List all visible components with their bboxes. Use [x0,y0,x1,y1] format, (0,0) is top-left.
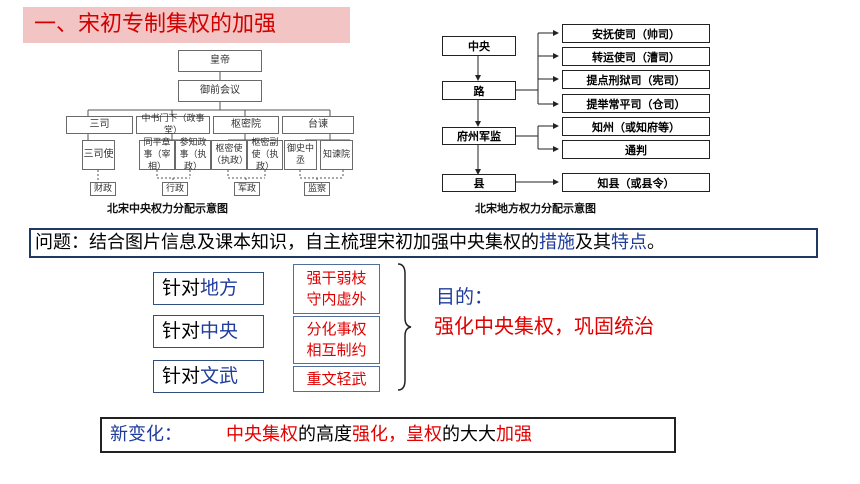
measure-civil-military-line1: 重文轻武 [306,370,367,388]
purpose-comma: ， [554,314,574,338]
local-node-fuzhou: 府州军监 [442,127,516,145]
target-word-local: 地方 [200,277,239,299]
new-change-e: 皇权 [406,424,442,445]
question-box: 问题：结合图片信息及课本知识，自主梳理宋初加强中央集权的措施及其特点。 [29,228,818,258]
slide-title: 一、宋初专制集权的加强 [34,12,277,37]
new-change-label: 新变化： [110,424,182,445]
central-power-diagram: 皇帝 御前会议 三司 中书门下（政事堂） 枢密院 台谏 三司使 同平章事（宰相）… [60,48,360,218]
measure-central-line1: 分化事权 [306,320,367,338]
purpose-part1: 强化中央集权 [434,314,554,338]
target-label: 针对 [162,365,201,387]
power-box-admin: 行政 [162,182,188,196]
question-end: 。 [647,232,665,253]
new-change-box: 新变化： 中央集权的高度强化，皇权的大大加强 [100,417,676,453]
new-change-c: 强化 [352,424,388,445]
measure-central-line2: 相互制约 [306,341,367,359]
power-box-military: 军政 [234,182,260,196]
new-change-f: 的大大 [442,424,496,445]
sub-box-shumishi: 枢密使（执政） [211,140,248,170]
sub-box-yushi: 御史中丞 [284,140,317,170]
measure-civil-military: 重文轻武 [293,366,380,392]
sub-box-zaixiang: 同平章事（宰相） [139,138,175,172]
target-civil-military: 针对文武 [153,360,264,393]
emperor-box: 皇帝 [178,50,262,72]
local-role-zhuanyun: 转运使司（漕司） [562,47,710,66]
purpose-part2: 巩固统治 [574,314,654,338]
dept-box-shumi: 枢密院 [213,116,279,134]
question-mid: 及其 [575,232,611,253]
new-change-a: 中央集权 [226,424,298,445]
target-label: 针对 [162,277,201,299]
local-role-tixing: 提点刑狱司（宪司） [562,70,710,89]
power-box-supervision: 监察 [304,182,330,196]
local-node-central: 中央 [442,36,516,56]
dept-box-sansi: 三司 [66,116,133,134]
sub-box-zhijian: 知谏院 [320,140,353,170]
local-role-tongpan: 通判 [562,140,710,159]
dept-box-taijian: 台谏 [282,116,354,134]
target-central: 针对中央 [153,315,264,348]
local-node-xian: 县 [442,174,516,192]
dept-box-zhongshu: 中书门下（政事堂） [136,114,210,136]
sub-box-sansishi: 三司使 [82,140,115,170]
question-keyword-features: 特点 [611,232,647,253]
local-role-anfu: 安抚使司（帅司） [562,24,710,43]
local-diagram-lines [475,30,559,185]
question-prefix: 问题：结合图片信息及课本知识，自主梳理宋初加强中央集权的 [35,232,539,253]
purpose-text: 强化中央集权，巩固统治 [434,310,654,339]
target-label: 针对 [162,320,201,342]
local-role-changping: 提举常平司（仓司） [562,94,710,113]
target-word-civil-military: 文武 [200,365,239,387]
local-diagram-caption: 北宋地方权力分配示意图 [475,202,596,215]
local-power-diagram: 中央 路 府州军监 县 安抚使司（帅司） 转运使司（漕司） 提点刑狱司（宪司） … [440,18,740,198]
measure-local-line2: 守内虚外 [306,290,367,308]
measure-local: 强干弱枝 守内虚外 [293,264,380,314]
local-node-lu: 路 [442,81,516,100]
sub-box-shumifushi: 枢密副使（执政） [247,138,283,172]
measure-local-line1: 强干弱枝 [306,269,367,287]
local-role-zhizhou: 知州（或知府等） [562,117,710,136]
bracket [397,263,412,391]
purpose-label: 目的： [436,286,494,308]
question-keyword-measures: 措施 [539,232,575,253]
council-box: 御前会议 [178,80,262,102]
measure-central: 分化事权 相互制约 [293,316,380,364]
target-word-central: 中央 [200,320,239,342]
target-local: 针对地方 [153,272,264,305]
new-change-g: 加强 [496,424,532,445]
new-change-d: ， [388,424,406,445]
power-box-finance: 财政 [90,182,116,196]
new-change-b: 的高度 [298,424,352,445]
title-background [23,7,350,43]
sub-box-canzhi: 参知政事（执政） [175,138,211,172]
central-diagram-caption: 北宋中央权力分配示意图 [107,202,228,215]
local-role-zhixian: 知县（或县令） [562,173,710,192]
